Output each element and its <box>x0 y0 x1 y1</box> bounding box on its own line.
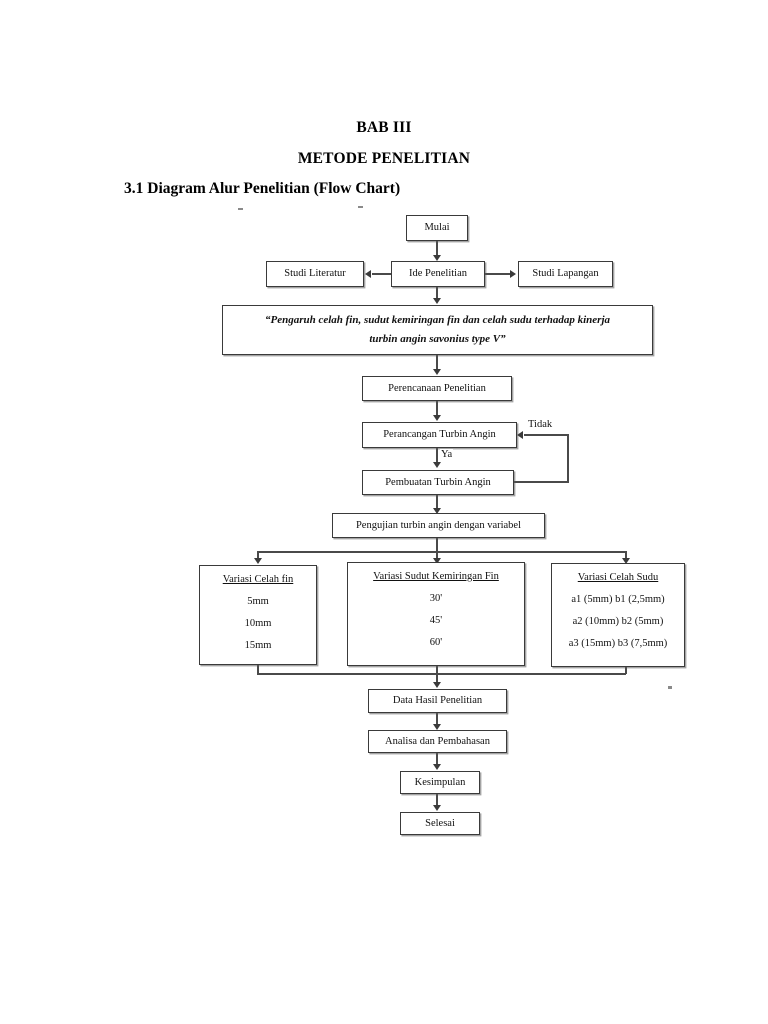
node-pembuatan-turbin-angin[interactable]: Pembuatan Turbin Angin <box>362 470 514 495</box>
connector-feedback-bottom <box>514 481 569 483</box>
node-perencanaan-penelitian[interactable]: Perencanaan Penelitian <box>362 376 512 401</box>
node-data-hasil-penelitian-label: Data Hasil Penelitian <box>392 695 483 707</box>
node-variasi-celah-sudu[interactable]: Variasi Celah Sudu a1 (5mm) b1 (2,5mm) a… <box>551 563 685 667</box>
connector-fanout-bus <box>258 551 626 553</box>
node-perencanaan-penelitian-label: Perencanaan Penelitian <box>388 382 486 394</box>
connector-merge-leg-middle <box>436 666 438 674</box>
arrowhead-idea-to-quote <box>432 298 441 304</box>
node-mulai-label: Mulai <box>424 222 450 234</box>
node-ide-penelitian-label: Ide Penelitian <box>408 268 468 280</box>
connector-planning-to-design <box>436 401 438 419</box>
arrowhead-idea-to-literature <box>365 269 371 278</box>
connector-idea-to-literature <box>372 273 392 275</box>
variasi-celah-fin-item-2: 10mm <box>244 618 272 630</box>
node-kesimpulan-label: Kesimpulan <box>414 776 466 788</box>
connector-start-to-idea <box>436 241 438 259</box>
node-studi-lapangan[interactable]: Studi Lapangan <box>518 261 613 287</box>
variasi-celah-sudu-item-2: a2 (10mm) b2 (5mm) <box>572 616 664 628</box>
node-perancangan-turbin-angin-label: Perancangan Turbin Angin <box>383 429 496 441</box>
node-data-hasil-penelitian[interactable]: Data Hasil Penelitian <box>368 689 507 713</box>
connector-feedback-top <box>524 434 568 436</box>
connector-merge-leg-left <box>257 665 259 674</box>
node-pengujian-turbin-angin-label: Pengujian turbin angin dengan variabel <box>355 519 522 531</box>
arrowhead-manufacture-to-testing <box>432 508 441 514</box>
variasi-celah-sudu-item-3: a3 (15mm) b3 (7,5mm) <box>568 638 668 650</box>
connector-merge-bus <box>257 673 626 675</box>
connector-testing-drop <box>436 538 438 552</box>
section-title: 3.1 Diagram Alur Penelitian (Flow Chart) <box>124 180 401 197</box>
connector-idea-to-quote <box>436 287 438 301</box>
node-mulai[interactable]: Mulai <box>406 215 468 241</box>
edge-label-tidak: Tidak <box>527 419 554 430</box>
arrowhead-fanout-right <box>621 558 630 564</box>
connector-quote-to-planning <box>436 355 438 373</box>
arrowhead-merge-to-result <box>432 682 441 688</box>
node-analisa-dan-pembahasan[interactable]: Analisa dan Pembahasan <box>368 730 507 753</box>
variasi-celah-sudu-item-1: a1 (5mm) b1 (2,5mm) <box>571 594 665 606</box>
chapter-heading: BAB III <box>356 119 412 136</box>
edge-label-ya: Ya <box>440 449 454 460</box>
node-studi-literatur-label: Studi Literatur <box>284 268 346 280</box>
variasi-sudut-kemiringan-fin-item-1: 30' <box>429 593 443 605</box>
node-kesimpulan[interactable]: Kesimpulan <box>400 771 480 794</box>
scan-artifact <box>668 686 672 689</box>
arrowhead-conclusion-to-end <box>432 805 441 811</box>
variasi-celah-fin-item-1: 5mm <box>247 596 269 608</box>
chapter-title-heading: METODE PENELITIAN <box>297 150 471 167</box>
arrowhead-idea-to-field <box>510 269 516 278</box>
node-ide-penelitian[interactable]: Ide Penelitian <box>391 261 485 287</box>
node-variasi-sudut-kemiringan-fin[interactable]: Variasi Sudut Kemiringan Fin 30' 45' 60' <box>347 562 525 666</box>
node-analisa-dan-pembahasan-label: Analisa dan Pembahasan <box>385 735 490 747</box>
connector-fanout-leg-middle <box>436 551 438 561</box>
node-studi-literatur[interactable]: Studi Literatur <box>266 261 364 287</box>
arrowhead-feedback-to-design <box>517 431 523 440</box>
arrowhead-fanout-middle <box>432 558 441 564</box>
arrowhead-planning-to-design <box>432 415 441 421</box>
research-title-line-1: “Pengaruh celah fin, sudut kemiringan fi… <box>264 314 611 327</box>
connector-merge-leg-right <box>625 667 627 674</box>
arrowhead-start-to-idea <box>432 255 441 261</box>
research-title-line-2: turbin angin savonius type V” <box>369 333 506 345</box>
arrowhead-design-to-manufacture <box>432 462 441 468</box>
node-pengujian-turbin-angin[interactable]: Pengujian turbin angin dengan variabel <box>332 513 545 538</box>
arrowhead-fanout-left <box>254 558 262 564</box>
variasi-celah-sudu-title: Variasi Celah Sudu <box>577 572 659 583</box>
node-selesai-label: Selesai <box>425 817 455 829</box>
variasi-sudut-kemiringan-fin-item-2: 45' <box>429 615 443 627</box>
connector-fanout-leg-right <box>625 551 627 561</box>
connector-fanout-leg-left <box>257 551 259 561</box>
connector-design-to-manufacture <box>436 448 438 464</box>
variasi-celah-fin-title: Variasi Celah fin <box>222 574 294 585</box>
connector-merge-to-result <box>436 673 438 685</box>
scan-artifact <box>358 206 363 208</box>
node-research-title[interactable]: “Pengaruh celah fin, sudut kemiringan fi… <box>222 305 653 355</box>
node-pembuatan-turbin-angin-label: Pembuatan Turbin Angin <box>385 476 491 488</box>
node-selesai[interactable]: Selesai <box>400 812 480 835</box>
connector-feedback-riser <box>567 434 569 482</box>
scan-artifact <box>238 208 243 210</box>
arrowhead-result-to-analysis <box>432 724 441 730</box>
connector-idea-to-field <box>485 273 510 275</box>
connector-result-to-analysis <box>436 713 438 727</box>
variasi-sudut-kemiringan-fin-item-3: 60' <box>429 637 443 649</box>
connector-manufacture-to-testing <box>436 495 438 511</box>
node-variasi-celah-fin[interactable]: Variasi Celah fin 5mm 10mm 15mm <box>199 565 317 665</box>
connector-analysis-to-conclusion <box>436 753 438 767</box>
variasi-celah-fin-item-3: 15mm <box>244 640 272 652</box>
variasi-sudut-kemiringan-fin-title: Variasi Sudut Kemiringan Fin <box>373 571 499 582</box>
node-perancangan-turbin-angin[interactable]: Perancangan Turbin Angin <box>362 422 517 448</box>
arrowhead-quote-to-planning <box>432 369 441 375</box>
arrowhead-analysis-to-conclusion <box>432 764 441 770</box>
connector-conclusion-to-end <box>436 794 438 808</box>
node-studi-lapangan-label: Studi Lapangan <box>532 268 599 280</box>
